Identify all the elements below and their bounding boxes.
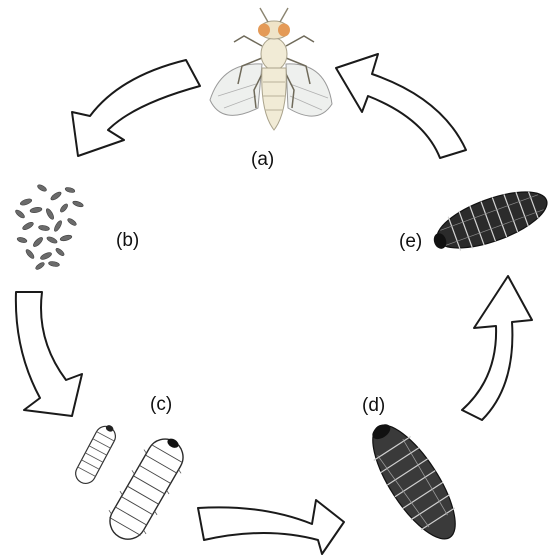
arrow-a-to-b bbox=[72, 60, 200, 156]
stage-label-a: (a) bbox=[251, 149, 274, 171]
stage-label-e: (e) bbox=[399, 231, 422, 253]
arrow-e-to-a bbox=[336, 54, 466, 158]
egg-cluster-icon bbox=[14, 184, 84, 271]
adult-fly-icon bbox=[210, 8, 332, 130]
pupa-icon bbox=[427, 180, 553, 261]
stage-label-d: (d) bbox=[362, 395, 385, 417]
prepupa-icon bbox=[358, 414, 470, 551]
arrow-d-to-e bbox=[462, 276, 532, 420]
larvae-icon bbox=[72, 421, 194, 548]
stage-label-c: (c) bbox=[150, 394, 172, 416]
arrow-c-to-d bbox=[198, 500, 344, 554]
arrow-b-to-c bbox=[16, 292, 82, 416]
stage-label-b: (b) bbox=[116, 230, 139, 252]
